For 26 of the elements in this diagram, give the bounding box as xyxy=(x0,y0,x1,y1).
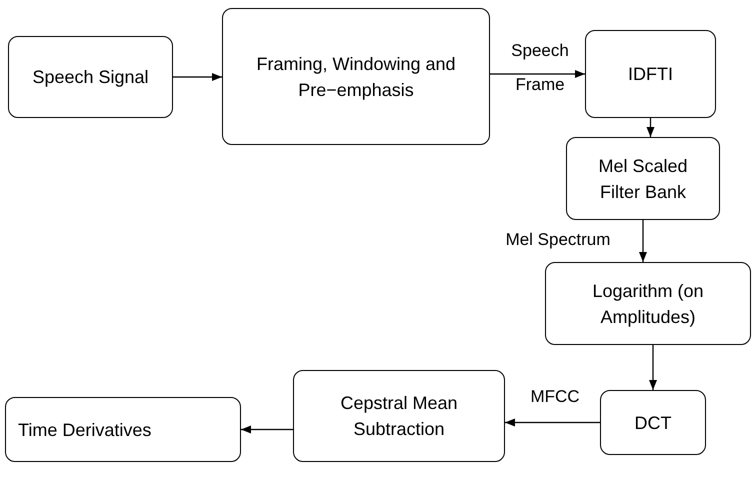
box-label: Speech Signal xyxy=(32,66,149,89)
arrow xyxy=(639,220,647,262)
box-label: Time Derivatives xyxy=(18,418,152,442)
process-box xyxy=(566,137,720,220)
arrow xyxy=(241,426,293,434)
box-label: Framing, Windowing and Pre−emphasis xyxy=(255,52,457,102)
box-label: DCT xyxy=(634,412,672,434)
box-label: Cepstral Mean Subtraction xyxy=(339,392,459,441)
box-label: Mel Scaled Filter Bank xyxy=(597,154,689,204)
process-box xyxy=(600,390,706,455)
edge-label: MFCC xyxy=(529,386,581,408)
edge-label: Speech Frame xyxy=(510,40,570,96)
process-box xyxy=(585,30,716,118)
arrow xyxy=(490,70,585,78)
box-label: Logarithm (on Amplitudes) xyxy=(591,280,705,329)
arrow xyxy=(505,418,600,426)
box-label: IDFTI xyxy=(628,63,673,86)
process-box xyxy=(222,8,490,145)
process-box xyxy=(5,397,241,462)
edge-label: Mel Spectrum xyxy=(504,229,612,251)
arrow xyxy=(646,118,654,137)
arrow xyxy=(649,345,657,390)
process-box xyxy=(293,370,505,462)
process-box xyxy=(545,262,751,345)
arrow xyxy=(173,73,222,81)
process-box xyxy=(8,36,173,118)
